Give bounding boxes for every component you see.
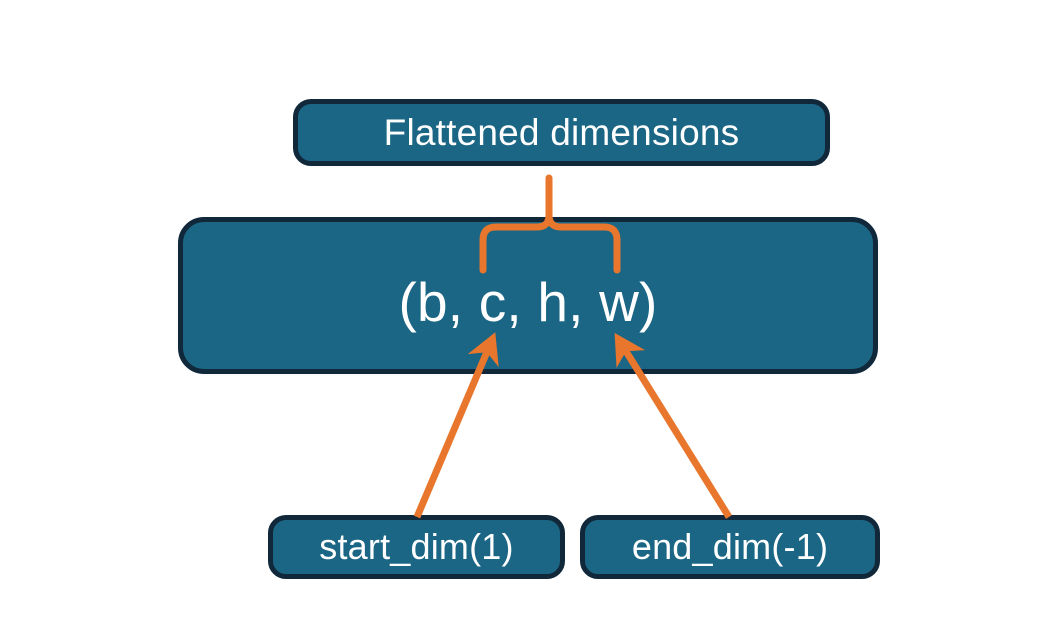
tensor-shape-label: (b, c, h, w) [398, 271, 658, 333]
start-dim-label: start_dim(1) [319, 526, 514, 567]
end-dim-box[interactable]: end_dim(-1) [580, 515, 880, 579]
flattened-dimensions-label: Flattened dimensions [383, 111, 740, 153]
end-dim-label: end_dim(-1) [631, 526, 829, 567]
tensor-shape-box[interactable]: (b, c, h, w) [178, 217, 878, 374]
flattened-dimensions-box[interactable]: Flattened dimensions [293, 99, 830, 166]
start-dim-box[interactable]: start_dim(1) [268, 515, 565, 579]
